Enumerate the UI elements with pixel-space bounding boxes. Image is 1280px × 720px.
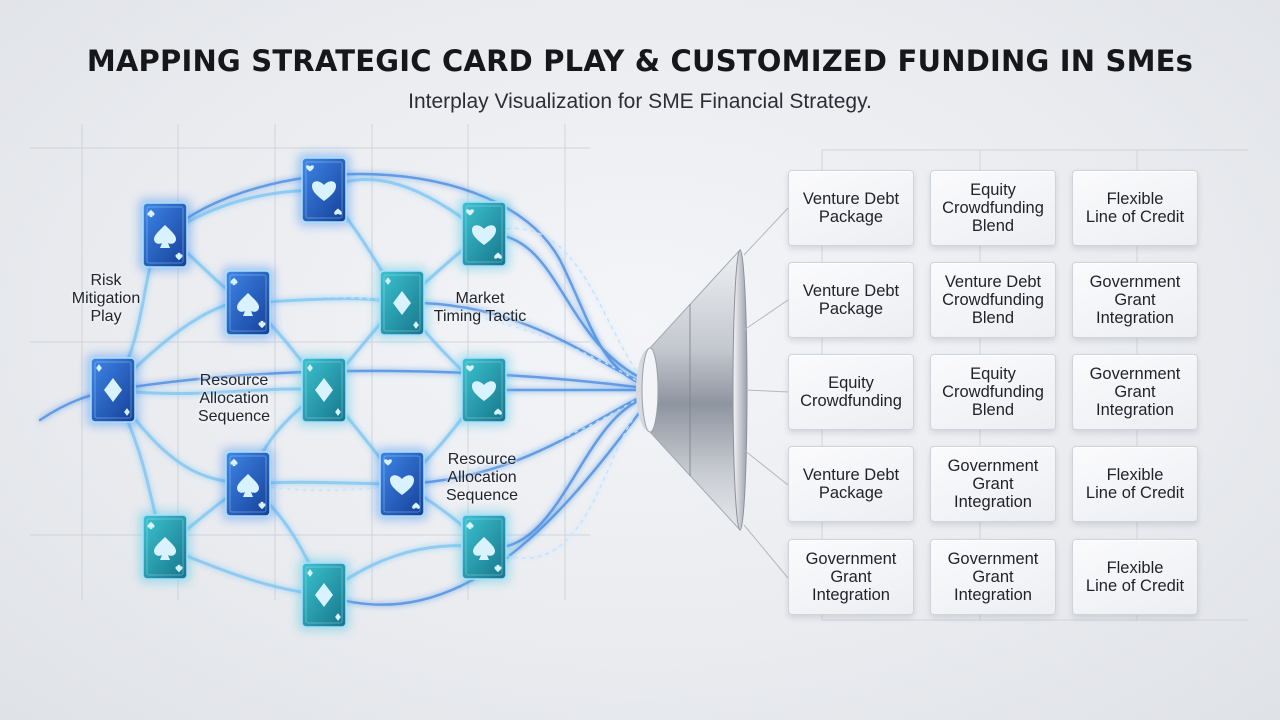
heart-icon-corner [494, 252, 502, 259]
strategy-card [139, 511, 191, 583]
strategy-card [298, 354, 350, 426]
spade-icon [154, 537, 176, 560]
label-resource-allocation-sequence: Resource Allocation Sequence [197, 372, 271, 425]
spade-icon [237, 293, 259, 316]
heart-icon [312, 181, 336, 201]
funding-option-tile: Venture Debt Package [788, 170, 914, 246]
spade-icon-corner [258, 320, 266, 329]
diamond-icon-corner [335, 408, 341, 416]
heart-icon-corner [306, 165, 314, 172]
spade-icon-corner [230, 458, 238, 467]
heart-icon-corner [412, 502, 420, 509]
strategy-card [458, 354, 510, 426]
strategy-card [222, 267, 274, 339]
spade-icon [237, 474, 259, 497]
diamond-icon-corner [307, 364, 313, 372]
diamond-icon-corner [335, 613, 341, 621]
strategy-card [458, 511, 510, 583]
spade-icon [473, 537, 495, 560]
spade-icon-corner [494, 564, 502, 573]
heart-icon [472, 225, 496, 245]
strategy-card [458, 198, 510, 270]
spade-icon-corner [147, 521, 155, 530]
heart-icon-corner [334, 208, 342, 215]
funding-option-tile: Equity Crowdfunding Blend [930, 170, 1056, 246]
strategy-card [376, 448, 428, 520]
cards-layer [87, 154, 510, 631]
page-subtitle: Interplay Visualization for SME Financia… [408, 90, 872, 113]
diamond-icon-corner [96, 364, 102, 372]
funding-option-tile: Government Grant Integration [788, 539, 914, 615]
page-title: MAPPING STRATEGIC CARD PLAY & CUSTOMIZED… [86, 44, 1194, 78]
spade-icon-corner [230, 277, 238, 286]
heart-icon [472, 381, 496, 401]
funding-option-tile: Venture Debt Package [788, 446, 914, 522]
label-risk-mitigation-play: Risk Mitigation Play [71, 272, 141, 325]
spade-icon-corner [147, 209, 155, 218]
diamond-icon [315, 583, 333, 607]
diamond-icon-corner [385, 277, 391, 285]
strategy-card [222, 448, 274, 520]
heart-icon-corner [466, 209, 474, 216]
funding-option-tile: Government Grant Integration [1072, 262, 1198, 338]
funding-option-tile: Government Grant Integration [1072, 354, 1198, 430]
funnel [636, 248, 748, 532]
heart-icon [390, 475, 414, 495]
spade-icon-corner [258, 501, 266, 510]
funding-option-tile: Venture Debt Crowdfunding Blend [930, 262, 1056, 338]
strategy-card [298, 559, 350, 631]
funding-option-tile: Venture Debt Package [788, 262, 914, 338]
funding-option-tile: Equity Crowdfunding Blend [930, 354, 1056, 430]
funding-option-tile: Flexible Line of Credit [1072, 446, 1198, 522]
diamond-icon-corner [413, 321, 419, 329]
heart-icon-corner [494, 408, 502, 415]
spade-icon-corner [466, 521, 474, 530]
strategy-card [87, 354, 139, 426]
diamond-icon-corner [124, 408, 130, 416]
diamond-icon [104, 378, 122, 402]
spade-icon-corner [175, 564, 183, 573]
strategy-card [139, 199, 191, 271]
diamond-icon [393, 291, 411, 315]
heart-icon-corner [384, 459, 392, 466]
heart-icon-corner [466, 365, 474, 372]
strategy-card [376, 267, 428, 339]
diamond-icon-corner [307, 569, 313, 577]
label-market-timing-tactic: Market Timing Tactic [433, 290, 527, 325]
funding-option-tile: Flexible Line of Credit [1072, 539, 1198, 615]
label-resource-allocation-sequence: Resource Allocation Sequence [445, 451, 519, 504]
spade-icon [154, 225, 176, 248]
strategy-card [298, 154, 350, 226]
funding-option-tile: Equity Crowdfunding [788, 354, 914, 430]
funding-option-tile: Flexible Line of Credit [1072, 170, 1198, 246]
fan-lines [743, 207, 789, 579]
spade-icon-corner [175, 252, 183, 261]
funding-option-tile: Government Grant Integration [930, 539, 1056, 615]
funding-option-tile: Government Grant Integration [930, 446, 1056, 522]
diamond-icon [315, 378, 333, 402]
